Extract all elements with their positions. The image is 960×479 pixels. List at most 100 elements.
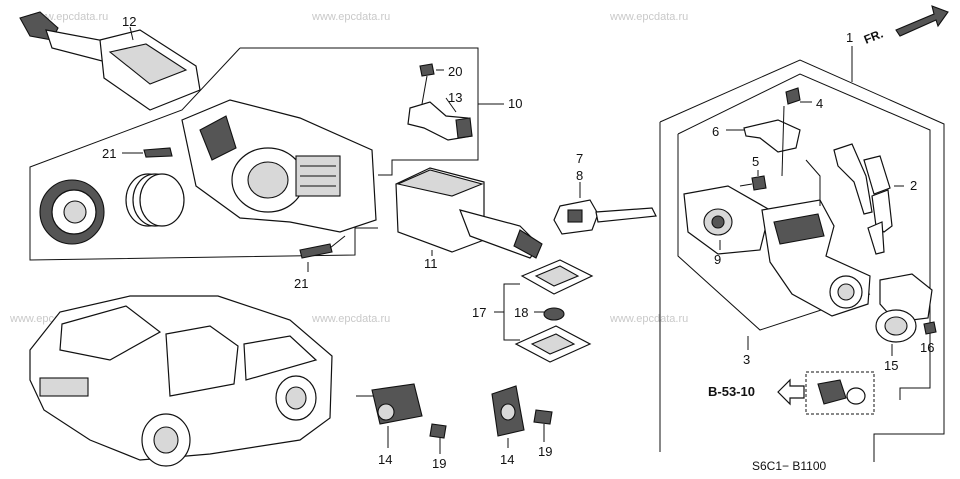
callout-1: 1 (846, 30, 853, 45)
reference-arrow-icon (777, 378, 805, 406)
spring-ring (139, 173, 185, 227)
callout-13: 13 (448, 90, 462, 105)
leader-line (781, 105, 785, 177)
part-14-switch-right (491, 385, 553, 448)
part-8-key (553, 182, 657, 235)
vehicle-outline (29, 295, 333, 467)
callout-11: 11 (424, 256, 438, 271)
screw-icon (923, 321, 937, 335)
part-3-steering-lock (761, 159, 871, 317)
parts-17-18-key-pad (494, 259, 594, 363)
vehicle-tail-light (39, 377, 89, 397)
vehicle-rear-hub (153, 426, 179, 454)
combination-switch-frame (29, 47, 504, 261)
callout-12: 12 (122, 14, 136, 29)
bolt-and-bracket (407, 63, 473, 141)
callout-14: 14 (500, 452, 514, 467)
callout-5: 5 (752, 154, 759, 169)
frame-outline (659, 59, 945, 462)
callout-8: 8 (576, 168, 583, 183)
vehicle-side-window (165, 325, 239, 397)
key-pad-lower-inset (530, 333, 576, 355)
inner-frame (677, 73, 931, 400)
key-head (863, 155, 891, 195)
callout-17: 17 (472, 305, 486, 320)
reference-callout (777, 371, 875, 415)
frame-outline (240, 47, 479, 176)
watermark: www.epcdata.ru (311, 313, 390, 325)
screw-icon (429, 423, 447, 439)
steering-lock-frame (659, 46, 945, 462)
watermark: www.epcdata.ru (609, 313, 688, 325)
callout-2: 2 (910, 178, 917, 193)
part-14-switch-left (356, 383, 447, 454)
callout-14: 14 (378, 452, 392, 467)
switch-face (108, 43, 188, 85)
door-switch-plunger (500, 403, 516, 421)
lock-cylinder-core (837, 283, 855, 301)
key-blade (871, 189, 893, 233)
leader-line (445, 97, 457, 113)
leader-line (805, 159, 821, 206)
lock-ring-inner (884, 316, 908, 336)
diagram-code: S6C1− B1100 (752, 459, 826, 473)
callout-18: 18 (514, 305, 528, 320)
parts-4-6-clamp (726, 87, 812, 177)
bolt-head-icon (785, 87, 801, 105)
callout-9: 9 (714, 252, 721, 267)
part-2-keys (833, 143, 904, 255)
callout-10: 10 (508, 96, 522, 111)
callout-labels: 1 2 3 4 5 6 7 8 9 10 11 12 13 14 14 15 1… (102, 14, 934, 471)
reference-part-cylinder (846, 387, 866, 405)
callout-4: 4 (816, 96, 823, 111)
vehicle-rear-window (59, 305, 162, 361)
callout-19: 19 (432, 456, 446, 471)
clamp-bracket (743, 119, 801, 153)
parts-15-16-lock-ring (875, 273, 937, 356)
part-11-turn-signal-switch (395, 167, 543, 259)
callout-7: 7 (576, 151, 583, 166)
key-pad-upper-inset (534, 265, 580, 287)
reference-code: B-53-10 (708, 384, 755, 399)
key-blade (833, 143, 873, 215)
bolt-shaft (421, 75, 428, 105)
leader-line (129, 26, 134, 41)
front-arrow-icon (895, 5, 949, 37)
callout-6: 6 (712, 124, 719, 139)
steering-bore-inner (247, 161, 289, 199)
cable-reel-parts (39, 173, 185, 245)
vehicle-front-hub (285, 386, 307, 410)
key-cap (543, 307, 565, 321)
frame-outline (29, 47, 378, 261)
inner-frame (677, 134, 871, 331)
lever-tip (513, 229, 543, 259)
reference-part-icon (817, 379, 847, 405)
lock-mount (773, 213, 825, 245)
watermark: www.epcdata.ru (609, 11, 688, 23)
screw-parts-21 (122, 147, 346, 272)
mounting-bracket (199, 115, 237, 161)
callout-15: 15 (884, 358, 898, 373)
screw-icon (751, 175, 767, 191)
bolt-head-icon (419, 63, 435, 77)
key-blade (595, 207, 657, 223)
vehicle-front-window (243, 335, 318, 381)
switch-top (396, 169, 484, 197)
part-9-ignition-switch (683, 185, 771, 255)
callout-21: 21 (102, 146, 116, 161)
screw-icon (143, 147, 173, 158)
bracket-clip (455, 117, 473, 139)
combination-switch-body (181, 99, 377, 233)
watermark: www.epcdata.ru (311, 11, 390, 23)
callout-3: 3 (743, 352, 750, 367)
screw-icon (533, 409, 553, 425)
callout-20: 20 (448, 64, 462, 79)
front-direction-label: FR. (862, 27, 885, 47)
door-switch-body (371, 383, 423, 425)
cable-reel-hub (63, 200, 87, 224)
key-chip (567, 209, 583, 223)
ignition-switch-core (711, 215, 725, 229)
door-switch-plunger (377, 403, 395, 421)
